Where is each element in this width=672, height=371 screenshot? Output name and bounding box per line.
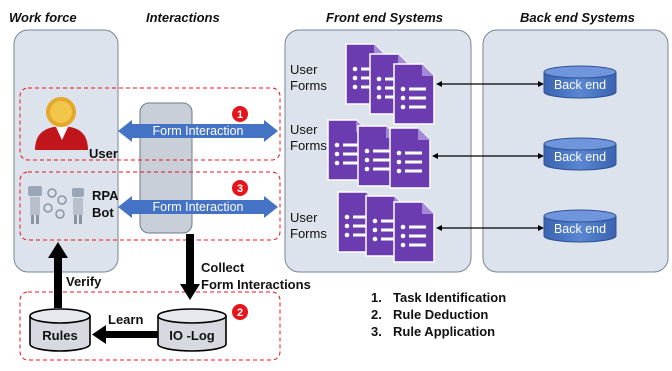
frontend-backend-link-3 [436,225,544,231]
backend-db-1: Back end [543,65,617,99]
badge-2: 2 [232,304,248,320]
rpa-label-line1: RPA [92,188,119,203]
header-workforce: Work force [9,10,77,25]
user-forms-label-2b: Forms [290,138,327,153]
svg-text:3: 3 [237,183,243,195]
rules-db: Rules [29,308,91,352]
step-1-text: Task Identification [393,290,506,305]
iolog-db: IO -Log [157,308,227,352]
backend-label-3: Back end [554,222,606,236]
collect-label-line2: Form Interactions [201,277,311,292]
learn-arrow [92,325,158,344]
step-2-num: 2. [371,307,382,322]
svg-text:2: 2 [237,307,243,319]
form-interaction-arrow-rpa: Form Interaction [118,196,278,218]
collect-label-line1: Collect [201,260,245,275]
form-interaction-label-user: Form Interaction [152,124,243,138]
user-avatar-icon [35,97,88,150]
backend-label-1: Back end [554,78,606,92]
rpa-label-line2: Bot [92,205,114,220]
frontend-backend-link-2 [432,153,544,159]
verify-label: Verify [66,274,102,289]
collect-arrow [180,234,200,300]
form-stack-2-icon [327,119,431,189]
step-2-text: Rule Deduction [393,307,488,322]
user-forms-label-3a: User [290,210,318,225]
user-forms-label-2a: User [290,122,318,137]
backend-label-2: Back end [554,150,606,164]
form-interaction-label-rpa: Form Interaction [152,200,243,214]
header-interactions: Interactions [146,10,220,25]
backend-db-3: Back end [543,209,617,243]
form-interaction-arrow-user: Form Interaction [118,120,278,142]
frontend-backend-link-1 [436,81,544,87]
badge-3: 3 [232,180,248,196]
rpa-bot-icon [28,186,84,224]
user-label: User [89,146,118,161]
rpa-interaction-region [19,171,281,241]
step-3-text: Rule Application [393,324,495,339]
form-stack-3-icon [337,191,435,263]
user-forms-label-1a: User [290,62,318,77]
learning-region [19,291,281,361]
svg-text:1: 1 [237,109,243,121]
iolog-label: IO -Log [169,328,215,343]
backend-db-2: Back end [543,137,617,171]
header-frontend: Front end Systems [326,10,443,25]
badge-1: 1 [232,106,248,122]
steps-list: 1. Task Identification 2. Rule Deduction… [371,290,506,339]
learn-label: Learn [108,312,143,327]
user-forms-label-3b: Forms [290,226,327,241]
user-forms-label-1b: Forms [290,78,327,93]
step-1-num: 1. [371,290,382,305]
verify-arrow [48,242,68,308]
rules-label: Rules [42,328,77,343]
user-interaction-region [19,87,281,161]
header-backend: Back end Systems [520,10,635,25]
step-3-num: 3. [371,324,382,339]
